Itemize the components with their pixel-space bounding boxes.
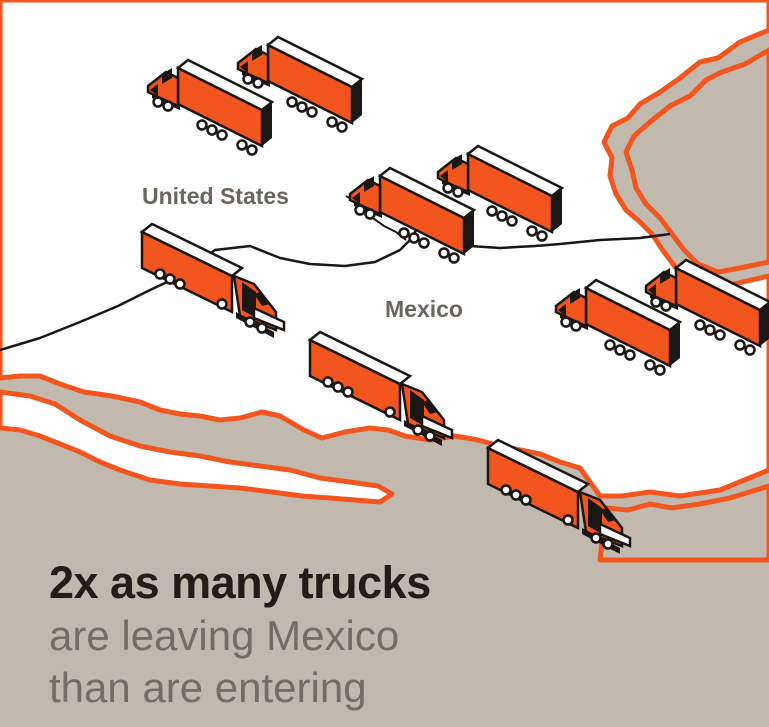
country-label-mexico: Mexico: [385, 296, 463, 322]
headline-title: 2x as many trucks: [49, 557, 431, 608]
headline-line-1: are leaving Mexico: [49, 612, 400, 659]
border-line: [0, 222, 671, 352]
country-label-us: United States: [142, 183, 289, 209]
headline-line-2: than are entering: [49, 664, 367, 711]
gulf-water-south: [597, 483, 769, 563]
land-mass: [0, 0, 769, 499]
gulf-water: [623, 47, 769, 275]
baja-peninsula: [0, 389, 395, 505]
